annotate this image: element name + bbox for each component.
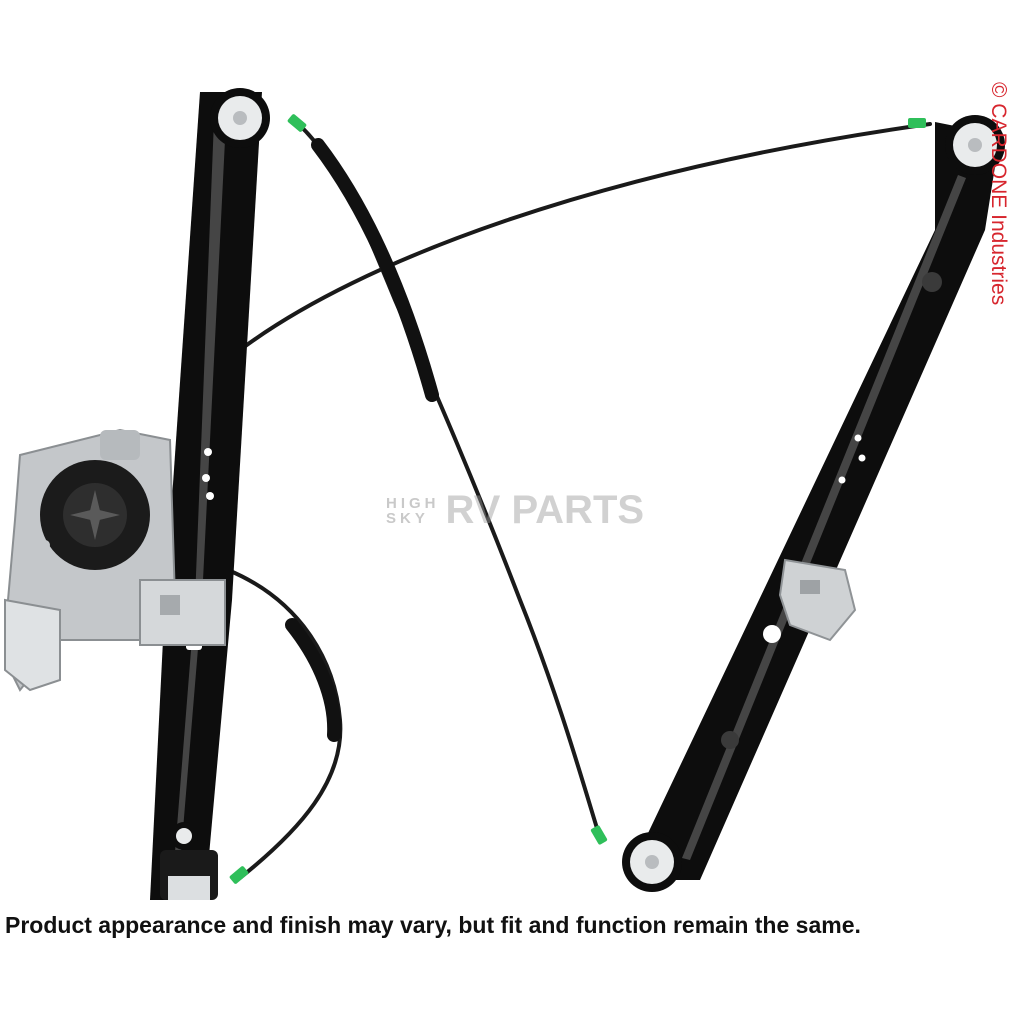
copyright-notice: © CARDONE Industries [987,82,1010,306]
right-rail [640,122,1000,880]
watermark-brand: RV PARTS [445,488,645,532]
watermark-line2: SKY [386,509,429,527]
cable-sleeves [285,138,439,742]
upper-cable [238,122,932,352]
pulleys [170,88,1005,892]
motor-assembly [3,428,226,692]
sleeve-diagonal [311,138,439,402]
watermark-small-text: HIGH SKY [386,496,440,526]
watermark: HIGH SKY RV PARTS [386,488,644,533]
glass-clip-right [778,558,857,642]
lower-bracket [160,850,218,900]
sleeve-lower [285,618,342,742]
cable-ferrules [229,114,926,884]
lower-cable [226,568,343,880]
disclaimer-text: Product appearance and finish may vary, … [5,912,861,938]
watermark-line1: HIGH [386,494,440,512]
